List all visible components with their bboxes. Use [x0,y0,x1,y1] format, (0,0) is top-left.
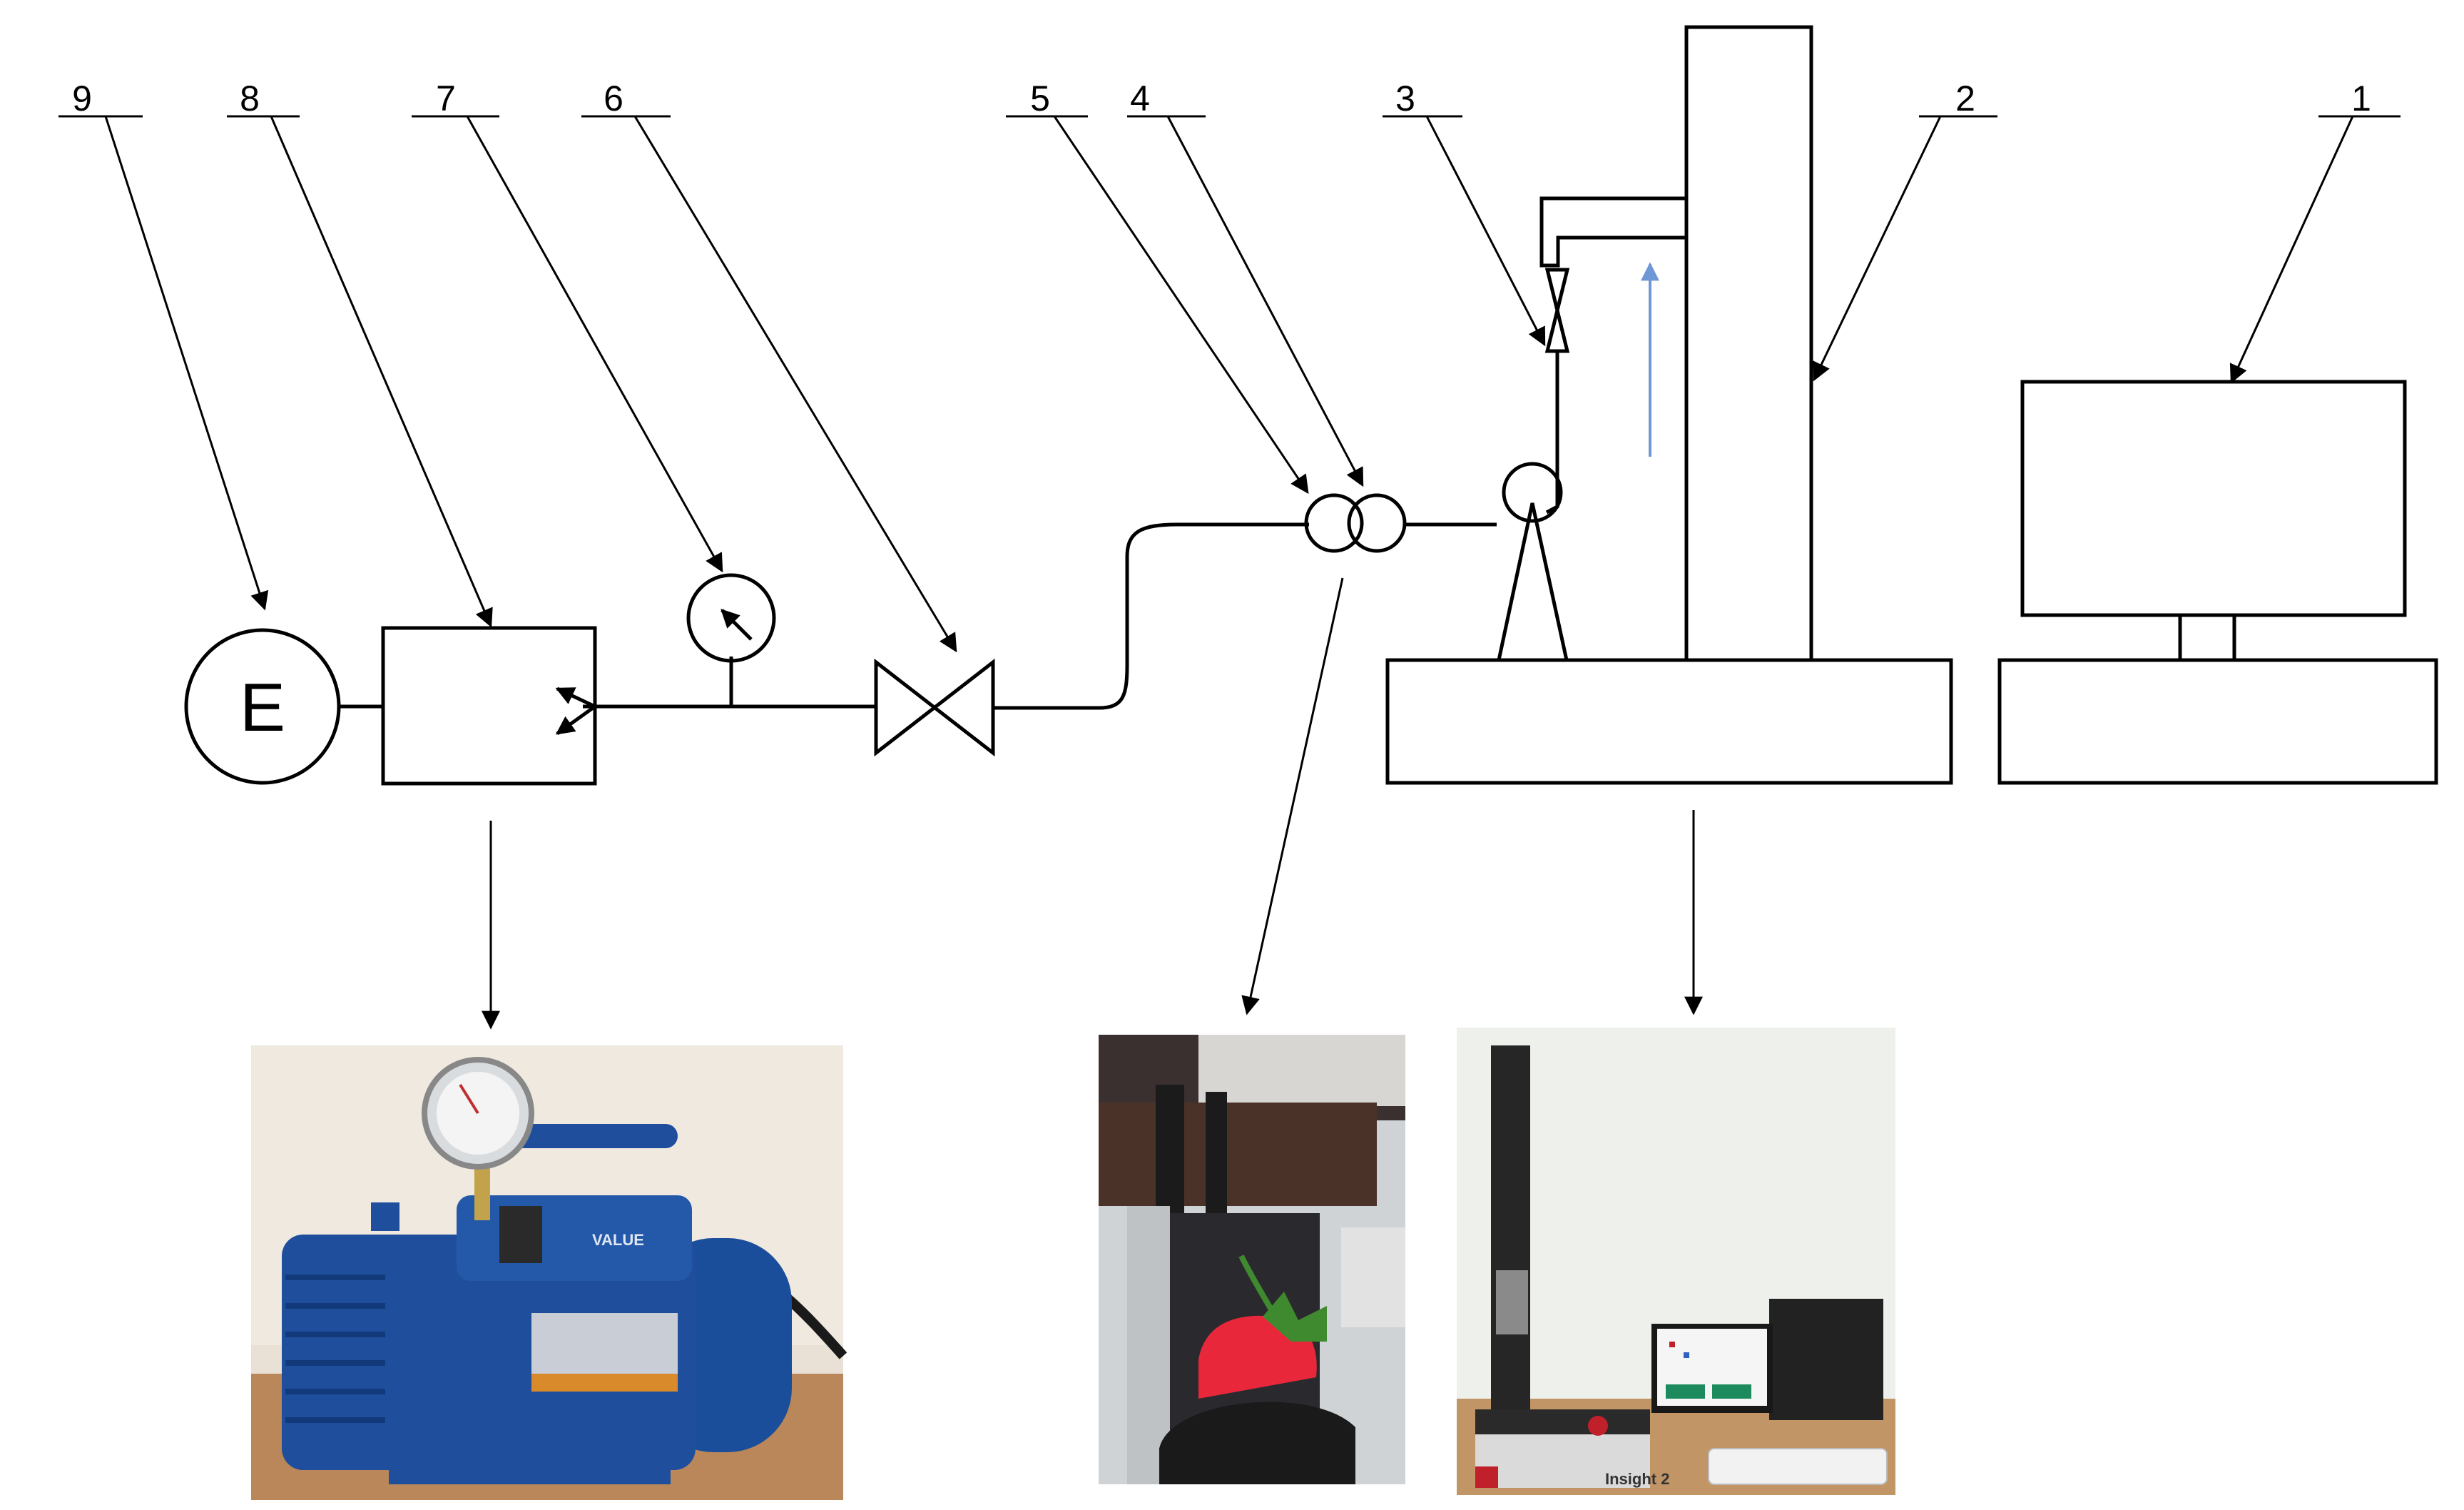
suction-gripper-left [1304,493,1364,553]
motor-symbol: E [240,669,285,746]
tester-support [1496,502,1569,662]
vacuum-pump-box [381,626,597,786]
photo-gripper-strawberry [1099,1035,1405,1484]
monitor-stand [2178,613,2236,662]
load-cell-pulley [1502,462,1563,523]
photo-testing-machine: Insight 2 [1457,1028,1895,1495]
label-7: 7 [436,78,456,118]
label-1: 1 [2351,78,2371,118]
tester-base [1385,658,1953,785]
vacuum-tube [993,522,1309,710]
pump-brand-label: VALUE [592,1231,644,1249]
pressure-gauge [686,573,776,663]
label-4: 4 [1130,78,1150,118]
tester-column [1684,25,1813,662]
label-5: 5 [1030,78,1050,118]
label-8: 8 [240,78,260,118]
valve-6 [874,658,995,757]
tester-model-label: Insight 2 [1605,1470,1669,1488]
suction-gripper-right [1347,493,1407,553]
valve-3 [1544,268,1570,353]
computer-base [1997,658,2438,785]
computer-monitor [2020,380,2407,617]
label-2: 2 [1955,78,1975,118]
label-6: 6 [604,78,623,118]
label-9: 9 [72,78,92,118]
photo-vacuum-pump: VALUE [251,1045,847,1500]
label-3: 3 [1395,78,1415,118]
